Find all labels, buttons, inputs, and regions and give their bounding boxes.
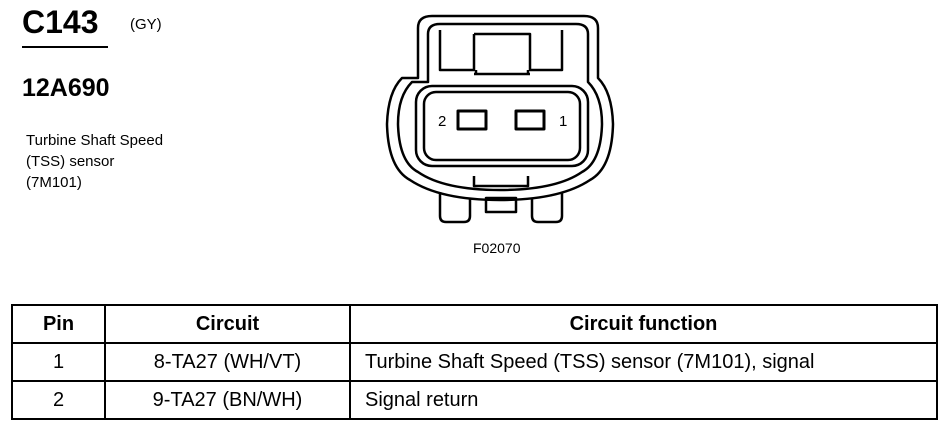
cell-circuit: 9-TA27 (BN/WH) — [104, 380, 351, 420]
header-pin: Pin — [11, 304, 106, 344]
figure-label: F02070 — [473, 240, 521, 256]
pin-cavity-frame — [414, 84, 590, 168]
table-header-row: Pin Circuit Circuit function — [11, 304, 938, 344]
connector-color-code: (GY) — [130, 16, 162, 33]
bottom-key — [472, 176, 530, 188]
cell-pin: 2 — [11, 380, 106, 420]
description-line: (7M101) — [26, 174, 82, 191]
part-number: 12A690 — [22, 74, 110, 102]
table-row: 2 9-TA27 (BN/WH) Signal return — [11, 380, 938, 420]
right-foot — [530, 192, 564, 224]
connector-id-underline — [22, 46, 108, 48]
pin-1-label: 1 — [559, 113, 567, 130]
header-circuit-function: Circuit function — [349, 304, 938, 344]
description-line: (TSS) sensor — [26, 153, 115, 170]
center-foot — [484, 196, 518, 214]
connector-inner-outline — [396, 22, 604, 192]
cell-function: Signal return — [349, 380, 938, 420]
connector-housing-outline — [385, 14, 615, 202]
cell-pin: 1 — [11, 342, 106, 382]
component-description: Turbine Shaft Speed (TSS) sensor (7M101) — [26, 130, 163, 193]
locking-tab — [438, 30, 564, 72]
pinout-table: Pin Circuit Circuit function 1 8-TA27 (W… — [11, 304, 938, 420]
cell-function: Turbine Shaft Speed (TSS) sensor (7M101)… — [349, 342, 938, 382]
connector-id: C143 — [22, 4, 99, 40]
header-circuit: Circuit — [104, 304, 351, 344]
left-foot — [438, 192, 472, 224]
cell-circuit: 8-TA27 (WH/VT) — [104, 342, 351, 382]
pin-1-terminal — [514, 109, 546, 131]
connector-face-diagram: 2 1 — [385, 14, 615, 224]
table-row: 1 8-TA27 (WH/VT) Turbine Shaft Speed (TS… — [11, 342, 938, 382]
description-line: Turbine Shaft Speed — [26, 132, 164, 149]
pin-2-terminal — [456, 109, 488, 131]
pin-2-label: 2 — [438, 113, 446, 130]
